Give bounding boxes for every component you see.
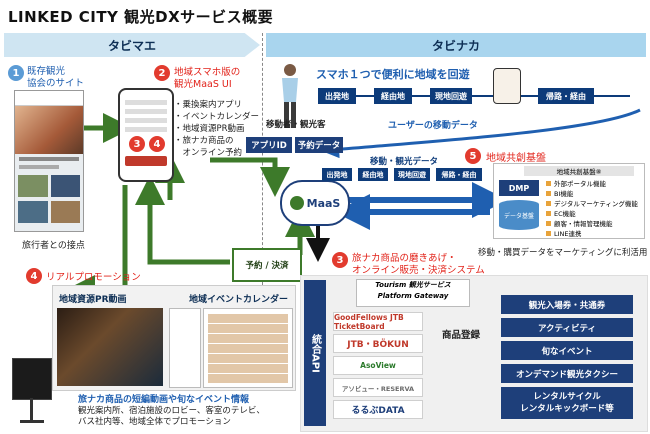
badge-5: 5 (465, 148, 481, 164)
platform-caption: 移動・購買データをマーケティングに利活用 (478, 248, 648, 258)
service-item: 観光入場券・共通券 (501, 295, 633, 314)
service-item: アクティビティ (501, 318, 633, 337)
database-icon: データ基盤 (499, 200, 539, 230)
page-title: LINKED CITY 観光DXサービス概要 (8, 8, 274, 26)
badge-4: 4 (26, 268, 42, 284)
site-caption: 旅行者との接点 (22, 241, 85, 251)
platform-features: 外部ポータル機能 BI機能 デジタルマーケティング機能 EC機能 顧客・情報管理… (546, 178, 638, 238)
journey-step: 経由地 (374, 88, 412, 104)
phone-mockup (118, 88, 174, 182)
video-menu (169, 308, 201, 388)
journey-headline: スマホ１つで便利に地域を回遊 (316, 68, 470, 81)
product-register-label: 商品登録 (442, 330, 481, 341)
feature-item: ・乗換案内アプリ (174, 100, 243, 110)
system-label-1: 旅ナカ商品の磨きあげ・ (352, 253, 457, 264)
gateway-line-2: Platform Gateway (377, 292, 449, 300)
phase-before-trip: タビマエ (4, 33, 260, 57)
promotion-panel: 地域資源PR動画 地域イベントカレンダー (52, 285, 296, 391)
promotion-label: リアルプロモーション (46, 272, 141, 283)
platform-item: EC機能 (546, 208, 638, 218)
platform-item: 顧客・情報管理機能 (546, 218, 638, 228)
data-step: 帰路・経由 (436, 168, 482, 181)
partner-logo: GoodFellows JTB TicketBoard (333, 312, 423, 331)
video-title: 地域資源PR動画 (59, 295, 127, 305)
platform-item: LINE連携 (546, 228, 638, 238)
phase-during-trip: タビナカ (266, 33, 646, 57)
feature-item: オンライン予約 (174, 148, 243, 158)
journey-step: 出発地 (318, 88, 356, 104)
badge-3-small: 3 (128, 135, 146, 153)
calendar-thumbnail (203, 308, 293, 388)
service-item: 旬なイベント (501, 341, 633, 360)
user-data-label: ユーザーの移動データ (388, 121, 478, 131)
platform-item: BI機能 (546, 188, 638, 198)
calendar-title: 地域イベントカレンダー (189, 295, 289, 305)
partner-logo: JTB・BÖKUN (333, 334, 423, 353)
platform-label: 地域共創基盤 (486, 153, 546, 164)
maas-ui-label-1: 地域スマホ版の (174, 67, 241, 78)
maas-logo-icon (289, 196, 304, 210)
promotion-line-3: バス社内等、地域全体でプロモーション (78, 417, 231, 427)
reserve-data-tag: 予約データ (295, 137, 343, 153)
journey-step: 現地回遊 (430, 88, 472, 104)
site-label-1: 既存観光 (27, 66, 66, 77)
data-step: 出発地 (322, 168, 352, 181)
service-item: レンタルサイクル (533, 392, 601, 402)
feature-item: ・地域資源PR動画 (174, 124, 245, 134)
video-thumbnail (57, 308, 163, 386)
integrated-api-bar: 統合API (304, 280, 326, 426)
app-phone-icon (493, 68, 521, 104)
reservation-box: 予約 / 決済 (232, 248, 302, 282)
gateway-logo: Tourism 観光サービス Platform Gateway (356, 279, 470, 307)
site-screenshot (14, 90, 84, 232)
journey-step: 帰路・経由 (538, 88, 594, 104)
badge-1: 1 (8, 65, 24, 81)
platform-box: 地域共創基盤⑧ DMP データ基盤 外部ポータル機能 BI機能 デジタルマーケテ… (493, 163, 645, 239)
data-step: 経由地 (358, 168, 388, 181)
partner-logo: るるぶDATA (333, 400, 423, 419)
db-label: データ基盤 (503, 212, 534, 220)
maas-feature-list: ・乗換案内アプリ ・イベントカレンダー ・地域資源PR動画 ・旅ナカ商品の オン… (174, 98, 259, 158)
data-step: 現地回遊 (394, 168, 430, 181)
gateway-line-1: Tourism 観光サービス (375, 281, 451, 289)
maas-hub: MaaS (280, 180, 350, 226)
system-label-2: オンライン販売・決済システム (352, 265, 485, 276)
feature-item: ・イベントカレンダー (174, 112, 260, 122)
site-label-2: 協会のサイト (27, 78, 85, 89)
maas-label: MaaS (306, 196, 341, 210)
dmp-badge: DMP (499, 180, 539, 196)
badge-3: 3 (332, 252, 348, 268)
feature-item: ・旅ナカ商品の (174, 136, 234, 146)
badge-4-small: 4 (148, 135, 166, 153)
promotion-line-1: 旅ナカ商品の短編動画や旬なイベント情報 (78, 395, 250, 405)
partner-logo: AsoView (333, 356, 423, 375)
maas-ui-label-2: 観光MaaS UI (174, 79, 232, 90)
platform-item: デジタルマーケティング機能 (546, 198, 638, 208)
platform-box-title: 地域共創基盤⑧ (524, 166, 634, 176)
signage-display-icon (12, 358, 52, 400)
partner-logo: アソビュー・RESERVA (333, 378, 423, 397)
badge-2: 2 (154, 65, 170, 81)
service-item: オンデマンド観光タクシー (501, 364, 633, 383)
promotion-line-2: 観光案内所、宿泊施設のロビー、客室のテレビ、 (78, 406, 265, 416)
traveler-icon (282, 64, 298, 128)
service-item: レンタルキックボード等 (520, 404, 614, 414)
move-data-label: 移動・観光データ (370, 157, 439, 167)
platform-item: 外部ポータル機能 (546, 178, 638, 188)
traveler-label: 移動者・観光客 (266, 120, 326, 130)
service-item-rental: レンタルサイクル レンタルキックボード等 (501, 387, 633, 419)
app-id-tag: アプリID (246, 137, 292, 153)
